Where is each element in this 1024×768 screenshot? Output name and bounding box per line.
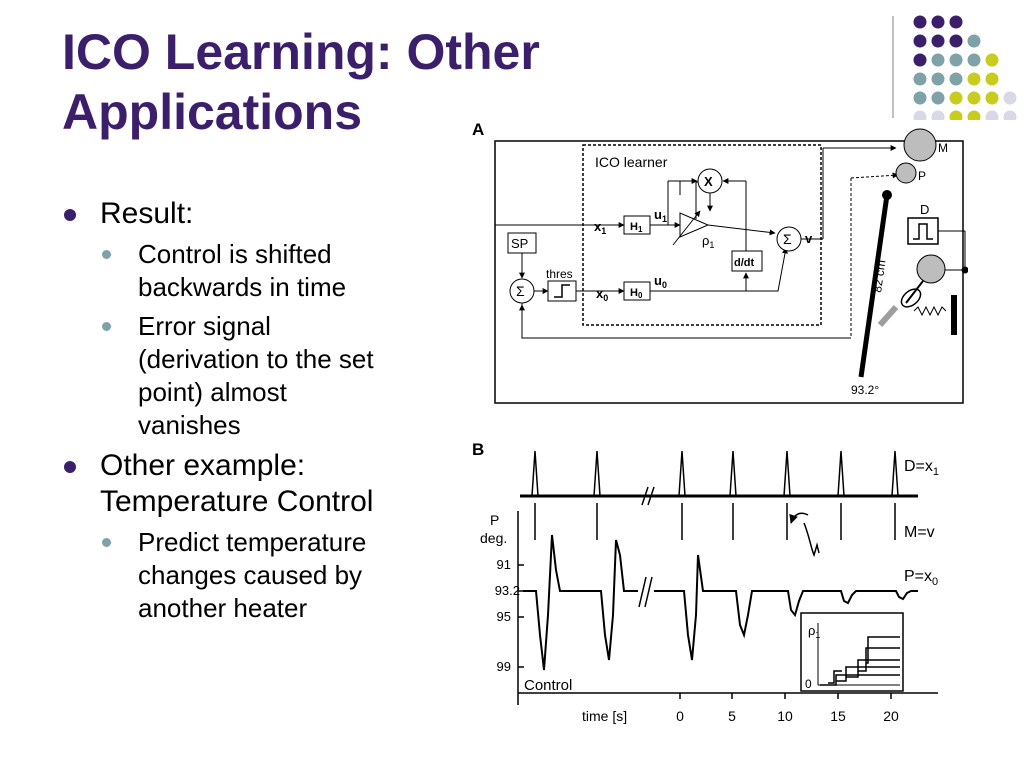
d-x1-label: D=x1 xyxy=(904,458,939,478)
panel-a: A ICO learner SP Σ thres x0 H0 u0 x1 H1 … xyxy=(472,120,968,404)
panel-b: B D=x1 M=v P deg. xyxy=(472,440,939,724)
bullet-other-example: Other example:Temperature Control xyxy=(62,448,452,520)
title-line-2: Applications xyxy=(62,84,363,140)
motor-m xyxy=(903,128,937,162)
p-trace xyxy=(523,534,918,671)
u0-label: u0 xyxy=(654,273,667,290)
pivot-p xyxy=(895,162,917,184)
svg-text:Σ: Σ xyxy=(783,231,792,247)
x1-label: x1 xyxy=(594,219,606,236)
svg-text:X: X xyxy=(704,174,713,189)
panel-b-label: B xyxy=(472,440,484,459)
title-line-1: ICO Learning: Other xyxy=(62,24,540,80)
bullet-error-signal: Error signal(derivation to the set point… xyxy=(62,310,452,442)
pendulum-rod xyxy=(858,194,890,378)
ddt-box xyxy=(731,250,763,272)
svg-text:0: 0 xyxy=(805,677,812,691)
ico-learner-box xyxy=(582,144,822,326)
decorative-dot-grid xyxy=(892,15,1017,120)
u1-label: u1 xyxy=(654,207,667,224)
x-tick-15: 15 xyxy=(830,708,846,724)
y-tick-91: 91 xyxy=(497,557,511,572)
d-pulse-box xyxy=(907,217,939,245)
length-label: 82 cm xyxy=(870,259,888,293)
thres-label: thres xyxy=(546,267,573,281)
m-v-label: M=v xyxy=(904,524,935,541)
m-trace-spikes xyxy=(534,503,896,540)
ico-figure: A ICO learner SP Σ thres x0 H0 u0 x1 H1 … xyxy=(472,120,968,724)
bullet-result: Result: xyxy=(62,196,452,232)
rho-label: ρ1 xyxy=(702,233,714,250)
heater-wheel xyxy=(916,254,946,284)
x-tick-10: 10 xyxy=(777,708,793,724)
y-tick-93-2: 93.2 xyxy=(495,583,520,598)
rho-inset: ρ1 0 xyxy=(800,612,904,692)
svg-text:H0: H0 xyxy=(630,287,643,300)
deg-label: deg. xyxy=(480,530,507,546)
svg-text:ρ1: ρ1 xyxy=(808,623,820,640)
d-label: D xyxy=(920,202,929,217)
time-label: time [s] xyxy=(582,708,627,724)
control-label: Control xyxy=(524,677,572,694)
svg-text:d/dt: d/dt xyxy=(734,257,754,269)
d-trace-spikes xyxy=(531,450,899,497)
x-tick-0: 0 xyxy=(676,708,684,724)
slide-title: ICO Learning: Other Applications xyxy=(62,22,662,142)
y-tick-95: 95 xyxy=(497,609,511,624)
svg-text:M: M xyxy=(938,141,948,155)
ico-learner-label: ICO learner xyxy=(595,154,668,170)
svg-text:Σ: Σ xyxy=(516,283,525,299)
angle-label: 93.2° xyxy=(851,383,879,397)
x0-label: x0 xyxy=(596,286,608,303)
x-ticks: 0 5 10 15 20 xyxy=(676,708,899,724)
svg-text:H1: H1 xyxy=(630,221,643,234)
y-ticks: 91 93.2 95 99 xyxy=(495,557,520,674)
svg-text:P: P xyxy=(918,169,926,183)
y-tick-99: 99 xyxy=(497,659,511,674)
x-tick-5: 5 xyxy=(728,708,736,724)
panel-a-label: A xyxy=(472,120,484,139)
p-axis-label: P xyxy=(490,512,499,528)
p-x0-label: P=x0 xyxy=(904,568,938,588)
x-tick-20: 20 xyxy=(883,708,899,724)
sp-label: SP xyxy=(511,236,528,251)
